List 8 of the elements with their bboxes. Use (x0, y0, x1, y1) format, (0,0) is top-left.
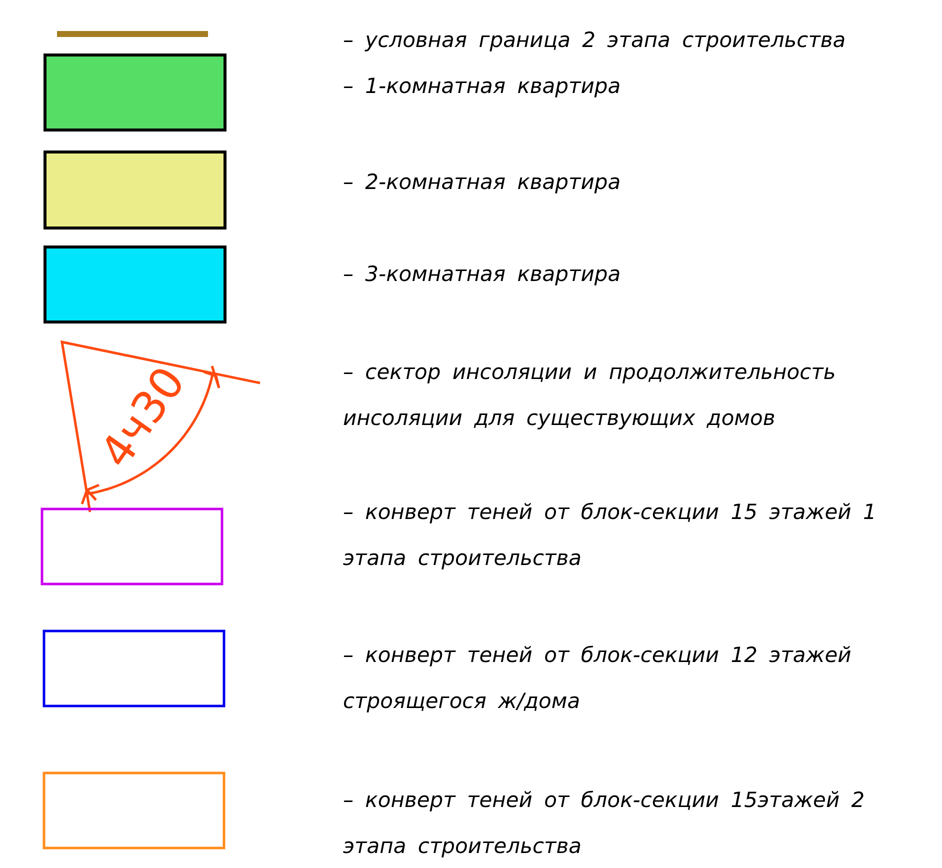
legend-text: – сектор инсоляции и продолжительность инсоляции для существующих домов (343, 359, 837, 432)
legend-text: – 1-комнатная квартира (343, 73, 622, 100)
legend-text: – условная граница 2 этапа строительства (343, 27, 847, 54)
legend-text: – конверт теней от блок-секции 12 этажей строящегося ж/дома (343, 642, 852, 715)
legend-text: – 3-комнатная квартира (343, 261, 622, 288)
legend-text: – 2-комнатная квартира (343, 169, 622, 196)
legend-text: – конверт теней от блок-секции 15 этажей 1 этапа строительства (343, 499, 878, 572)
legend-text: – конверт теней от блок-секции 15этажей 2 этапа строительства (343, 787, 866, 860)
